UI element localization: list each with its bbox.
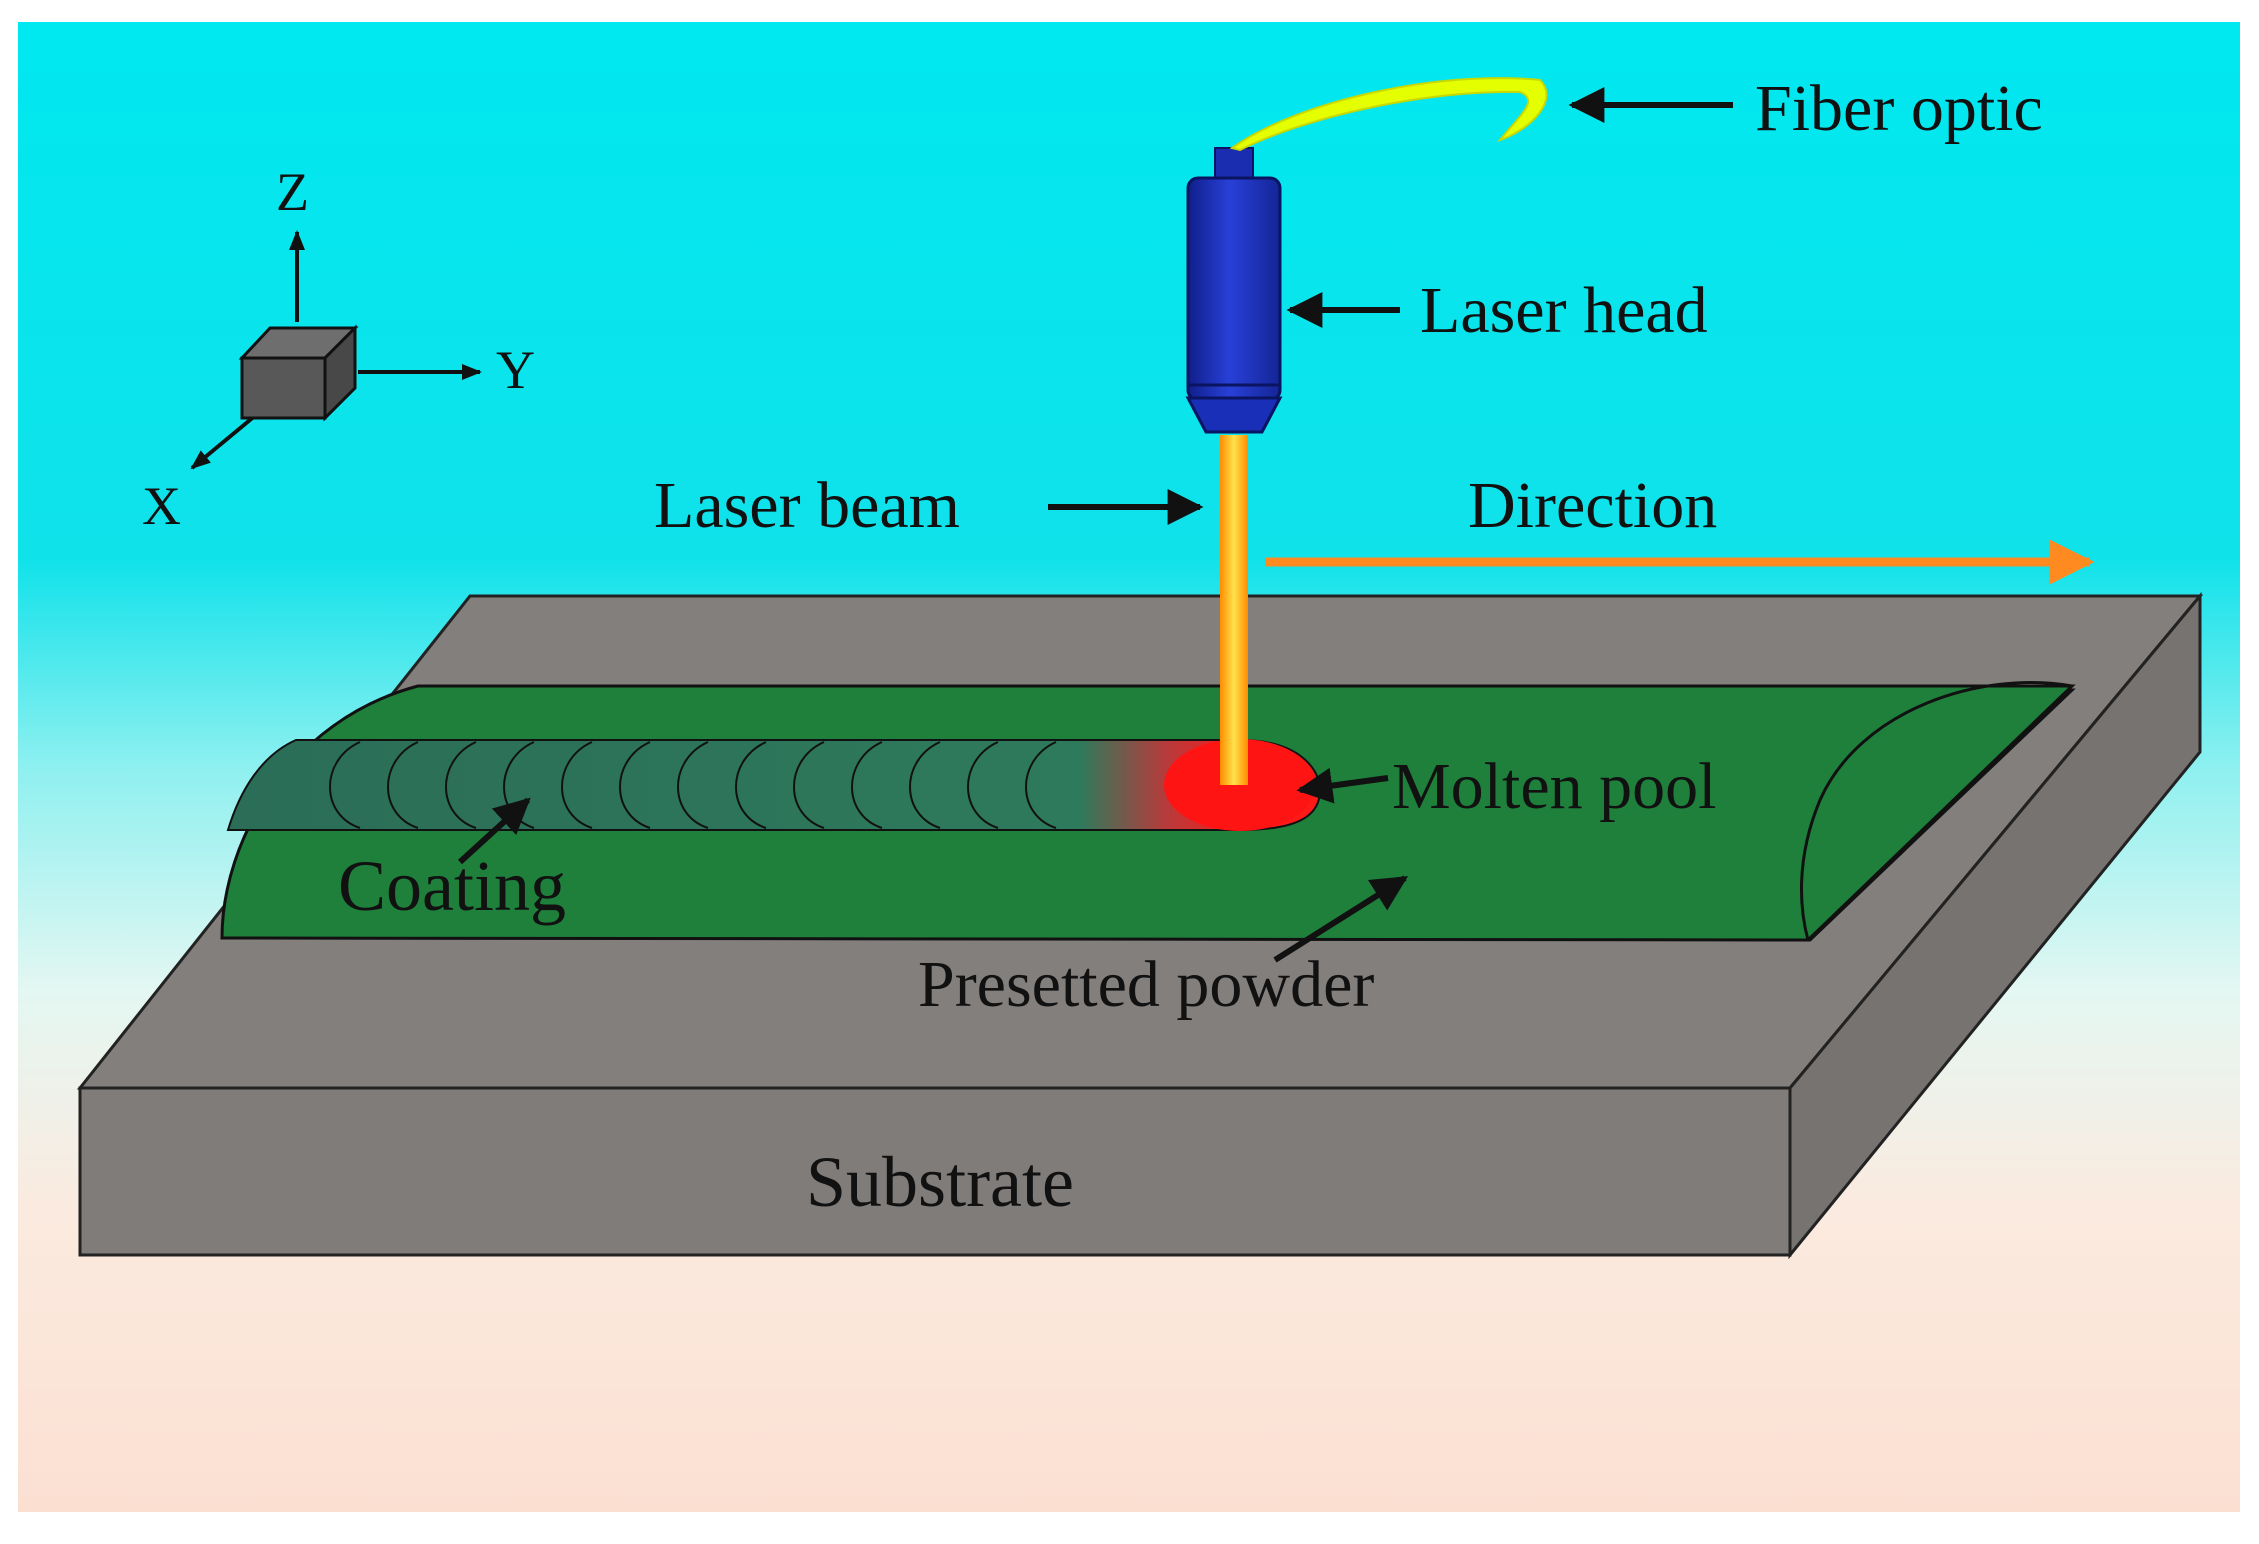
origin-cube-front [240, 356, 327, 420]
laser-head-label: Laser head [1420, 274, 1708, 347]
laser-beam [1220, 435, 1248, 785]
x-axis-label: X [142, 476, 181, 536]
direction-label: Direction [1468, 469, 1717, 542]
laser-beam-label: Laser beam [654, 469, 960, 542]
powder-track-end-cap [1799, 681, 2073, 941]
laser-head-body [1186, 176, 1282, 402]
coating-strip [226, 739, 1322, 831]
laser-head [1185, 147, 1283, 434]
coating-layer [226, 739, 1322, 831]
callout-arrows [457, 87, 1733, 963]
coordinate-axes: Z Y X [142, 162, 535, 536]
laser-head-nozzle [1185, 396, 1283, 434]
x-axis-arrow [190, 408, 264, 470]
substrate-side-face [1788, 591, 2202, 1260]
presetted-powder-pointer [1273, 875, 1409, 963]
coating-label: Coating [338, 846, 566, 926]
fiber-optic-label: Fiber optic [1755, 72, 2043, 145]
substrate-label: Substrate [806, 1142, 1074, 1222]
origin-cube-side [323, 324, 357, 422]
y-axis-label: Y [496, 340, 535, 400]
laser-head-connector [1214, 147, 1254, 183]
coating-ripple-marks [329, 741, 1057, 829]
molten-pool-pointer [1296, 767, 1389, 804]
labels: Fiber optic Laser head Laser beam Direct… [338, 72, 2043, 1222]
presetted-powder-label: Presetted powder [918, 948, 1374, 1021]
fiber-optic-cable [1229, 77, 1548, 152]
z-axis-label: Z [276, 162, 309, 222]
molten-pool-label: Molten pool [1392, 750, 1717, 823]
coating-pointer [457, 797, 531, 865]
